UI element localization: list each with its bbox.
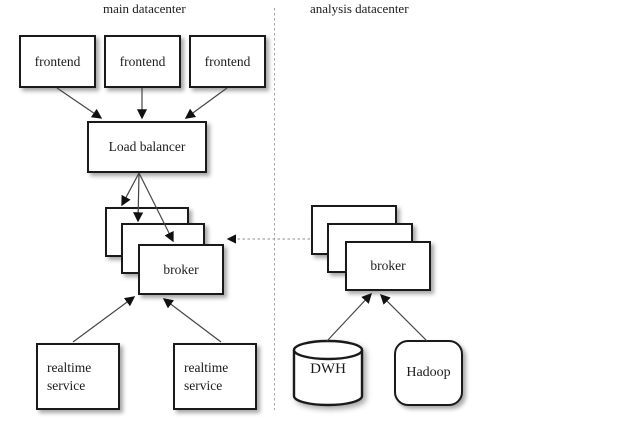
realtime-service-node-1: realtime service xyxy=(36,343,120,410)
broker-label: broker xyxy=(370,258,406,274)
edge-realtime2-broker xyxy=(162,298,222,343)
edge-hadoop-analysisbroker xyxy=(379,293,428,342)
dwh-node: DWH xyxy=(292,338,364,408)
load-balancer-label: Load balancer xyxy=(108,139,186,155)
edge-frontend3-loadbalancer xyxy=(184,87,228,119)
dwh-label: DWH xyxy=(310,361,346,377)
frontend-label: frontend xyxy=(204,53,251,69)
analysis-broker-node: broker xyxy=(345,241,431,291)
load-balancer-node: Load balancer xyxy=(87,121,207,173)
realtime-service-node-2: realtime service xyxy=(173,343,257,410)
main-broker-node: broker xyxy=(138,244,224,295)
analysis-datacenter-title: analysis datacenter xyxy=(310,1,409,16)
edge-loadbalancer-broker-back xyxy=(121,172,140,207)
frontend-node-1: frontend xyxy=(19,35,96,88)
edge-frontend1-loadbalancer xyxy=(56,87,103,119)
edge-dwh-analysisbroker xyxy=(326,292,372,342)
broker-label: broker xyxy=(163,261,199,277)
database-cylinder-icon xyxy=(292,339,364,407)
hadoop-label: Hadoop xyxy=(406,364,451,380)
frontend-label: frontend xyxy=(34,53,81,69)
frontend-label: frontend xyxy=(119,53,166,69)
frontend-node-3: frontend xyxy=(189,35,266,88)
hadoop-node: Hadoop xyxy=(394,340,463,406)
main-datacenter-title: main datacenter xyxy=(103,1,186,16)
frontend-node-2: frontend xyxy=(104,35,181,88)
edge-realtime1-broker xyxy=(72,296,136,343)
realtime-service-label: realtime service xyxy=(47,359,92,393)
realtime-service-label: realtime service xyxy=(184,359,229,393)
